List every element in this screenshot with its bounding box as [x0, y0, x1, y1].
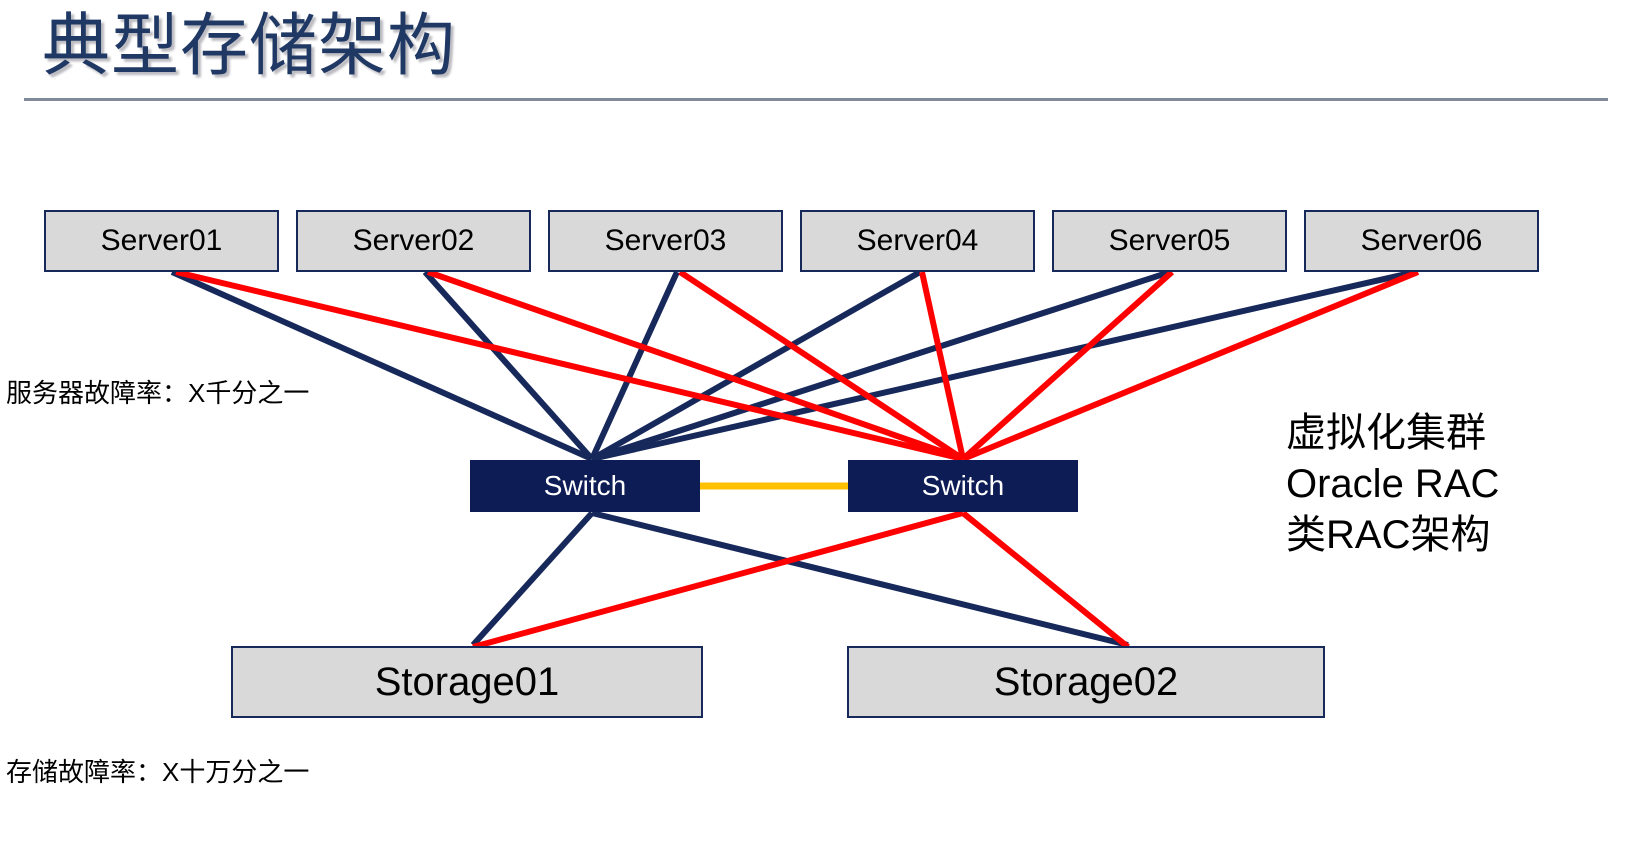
title-divider [24, 98, 1608, 101]
storage-failure-rate-note: 存储故障率：X十万分之一 [6, 757, 310, 787]
link-server04-switch-left [590, 269, 922, 462]
node-switch-right-label: Switch [921, 470, 1005, 501]
page-title: 典型存储架构 [42, 8, 457, 84]
node-server06[interactable]: Server06 [1304, 210, 1539, 272]
link-server03-switch-left [589, 270, 680, 461]
node-server02[interactable]: Server02 [296, 210, 531, 272]
link-server06-switch-left [591, 269, 1416, 462]
link-server02-switch-left [422, 270, 595, 461]
node-storage02-label: Storage02 [993, 659, 1179, 704]
node-server04-label: Server04 [856, 224, 979, 257]
link-server05-switch-right [960, 269, 1175, 462]
node-storage01[interactable]: Storage01 [231, 646, 703, 718]
link-server04-switch-right [919, 271, 966, 460]
server-failure-rate-note: 服务器故障率：X千分之一 [6, 378, 310, 408]
link-switch-left-storage02 [591, 510, 1129, 648]
node-server04[interactable]: Server04 [800, 210, 1035, 272]
link-switch-right-storage02 [961, 510, 1130, 650]
server-to-left-switch-links [170, 269, 1416, 462]
server-to-right-switch-links [175, 269, 1420, 462]
node-storage02[interactable]: Storage02 [847, 646, 1325, 718]
node-switch-right[interactable]: Switch [848, 460, 1078, 512]
node-server06-label: Server06 [1360, 224, 1483, 257]
link-server02-switch-right [427, 269, 964, 462]
node-switch-left[interactable]: Switch [470, 460, 700, 512]
cluster-note-line-3: 类RAC架构 [1286, 513, 1491, 557]
node-storage01-label: Storage01 [374, 659, 560, 704]
link-switch-right-storage01 [472, 510, 964, 650]
cluster-note-line-1: 虚拟化集群 [1286, 411, 1486, 455]
link-server01-switch-left [170, 269, 594, 462]
node-server01-label: Server01 [100, 224, 223, 257]
cluster-note-line-2: Oracle RAC [1286, 462, 1500, 506]
node-server03-label: Server03 [604, 224, 727, 257]
node-server02-label: Server02 [352, 224, 475, 257]
link-switch-left-storage01 [470, 510, 595, 648]
node-switch-left-label: Switch [543, 470, 627, 501]
node-server01[interactable]: Server01 [44, 210, 279, 272]
link-server01-switch-right [175, 269, 964, 462]
switch-to-storage-links [470, 510, 1130, 650]
link-server06-switch-right [961, 269, 1420, 462]
node-server05-label: Server05 [1108, 224, 1231, 257]
link-server03-switch-right [678, 269, 965, 462]
link-server05-switch-left [591, 269, 1171, 462]
node-server05[interactable]: Server05 [1052, 210, 1287, 272]
node-server03[interactable]: Server03 [548, 210, 783, 272]
cluster-architecture-note: 虚拟化集群 Oracle RAC 类RAC架构 [1286, 408, 1499, 561]
